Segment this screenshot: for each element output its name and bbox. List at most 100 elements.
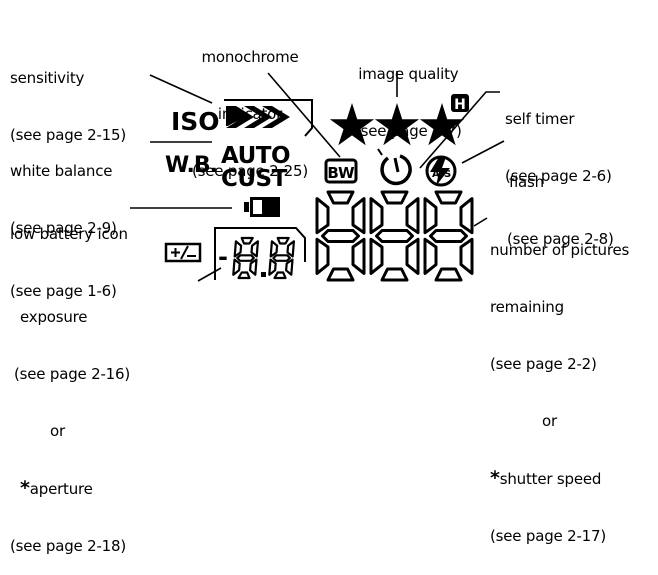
self-timer-label-line1: self timer [505, 110, 575, 128]
segment-2 [380, 267, 409, 282]
exposure-label-line1: exposure [20, 308, 88, 326]
segment-0 [276, 236, 290, 245]
segment-5 [315, 237, 330, 275]
white-balance-label-line1: white balance [10, 162, 113, 180]
leader-exposure [197, 267, 222, 282]
segment-2 [434, 267, 463, 282]
segment-5 [268, 258, 277, 276]
segment-4 [250, 240, 259, 258]
segment-1 [375, 229, 414, 243]
monochrome-label-line1: monochrome [201, 48, 299, 66]
exposure-minus: - [218, 243, 228, 271]
large-digit-8 [423, 190, 474, 282]
segment-4 [351, 197, 366, 235]
flash-label-line2: (see page 2-8) [507, 230, 614, 248]
white-balance-label: white balance (see page 2-9) [10, 124, 117, 257]
pictures-remaining-label-line2: remaining [490, 298, 564, 316]
segment-3 [269, 240, 279, 258]
segment-2 [273, 271, 287, 280]
segment-4 [459, 197, 474, 235]
segment-3 [369, 197, 384, 235]
segment-0 [240, 236, 254, 245]
pictures-or-label: or [542, 412, 557, 430]
iso-indicator: ISO [171, 107, 220, 136]
flash-auto-icon: A S [425, 155, 457, 187]
leader-flash [461, 140, 505, 164]
exposure-compensation-icon [164, 242, 202, 263]
flash-s-text: S [444, 169, 451, 180]
flash-label-line1: flash [509, 173, 544, 191]
segment-0 [326, 190, 355, 205]
segment-2 [237, 271, 251, 280]
leader-lines [130, 71, 505, 282]
segment-0 [380, 190, 409, 205]
star-icon [329, 103, 375, 146]
segment-6 [405, 237, 420, 275]
star-icon [419, 103, 465, 146]
aperture-text: aperture [29, 480, 93, 498]
segment-4 [405, 197, 420, 235]
sensitivity-label-line1: sensitivity [10, 69, 85, 87]
segment-6 [249, 258, 258, 276]
high-quality-badge: H [451, 94, 469, 113]
large-seven-segment-display [315, 190, 474, 282]
segment-6 [459, 237, 474, 275]
segment-5 [423, 237, 438, 275]
segment-2 [326, 267, 355, 282]
segment-3 [233, 240, 243, 258]
monochrome-indicator-icon: BW [324, 158, 358, 184]
wb-indicator: W.B. [165, 153, 217, 178]
large-digit-8 [369, 190, 420, 282]
star-icon [374, 103, 420, 146]
segment-1 [429, 229, 468, 243]
shutter-page-label: (see page 2-17) [490, 527, 607, 545]
small-seven-segment-display [232, 236, 295, 280]
segment-1 [272, 254, 291, 262]
segment-0 [434, 190, 463, 205]
shutter-speed-line: *shutter speed [490, 469, 629, 489]
shutter-asterisk: * [490, 467, 500, 489]
shutter-speed-text: shutter speed [499, 470, 602, 488]
segment-4 [286, 240, 295, 258]
lcd-panel-diagram: ISO W.B. AUTO CUST BW H A S [130, 71, 505, 282]
flash-label: flash (see page 2-8) [507, 135, 614, 268]
small-digit-8 [268, 236, 295, 280]
leader-sensitivity [149, 74, 213, 104]
low-battery-label: low battery icon (see page 1-6) [10, 187, 128, 320]
aperture-line: *aperture [10, 479, 130, 499]
small-digit-frame [214, 227, 306, 280]
self-timer-label-line2: (see page 2-6) [505, 167, 612, 185]
h-text: H [454, 97, 466, 113]
battery-icon [244, 197, 280, 217]
small-digit-8 [232, 236, 259, 280]
aperture-asterisk: * [20, 477, 30, 499]
leader-pictures [473, 217, 488, 227]
white-balance-label-line2: (see page 2-9) [10, 219, 117, 237]
fast-forward-arrows-icon [224, 99, 313, 137]
sensitivity-label: sensitivity (see page 2-15) [10, 31, 126, 164]
segment-1 [321, 229, 360, 243]
exposure-label-line2: (see page 2-16) [14, 365, 131, 383]
large-digit-8 [315, 190, 366, 282]
segment-6 [351, 237, 366, 275]
flash-a-text: A [432, 169, 440, 180]
auto-indicator: AUTO [221, 143, 290, 169]
pictures-remaining-label-line1: number of pictures [490, 241, 630, 259]
cust-indicator: CUST [221, 166, 288, 192]
self-timer-label: self timer (see page 2-6) [505, 72, 612, 205]
exposure-or-label: or [50, 422, 65, 440]
aperture-page-label: (see page 2-18) [10, 537, 127, 555]
segment-3 [423, 197, 438, 235]
sensitivity-label-line2: (see page 2-15) [10, 126, 127, 144]
low-battery-label-line2: (see page 1-6) [10, 282, 117, 300]
segment-6 [285, 258, 294, 276]
image-quality-stars [329, 103, 465, 146]
segment-1 [236, 254, 255, 262]
low-battery-label-line1: low battery icon [10, 225, 128, 243]
self-timer-icon [377, 148, 412, 186]
bw-text: BW [327, 164, 355, 182]
monochrome-label-line3: (see page 2-25) [192, 162, 309, 180]
image-quality-label-line1: image quality [358, 65, 459, 83]
segment-3 [315, 197, 330, 235]
segment-5 [232, 258, 241, 276]
